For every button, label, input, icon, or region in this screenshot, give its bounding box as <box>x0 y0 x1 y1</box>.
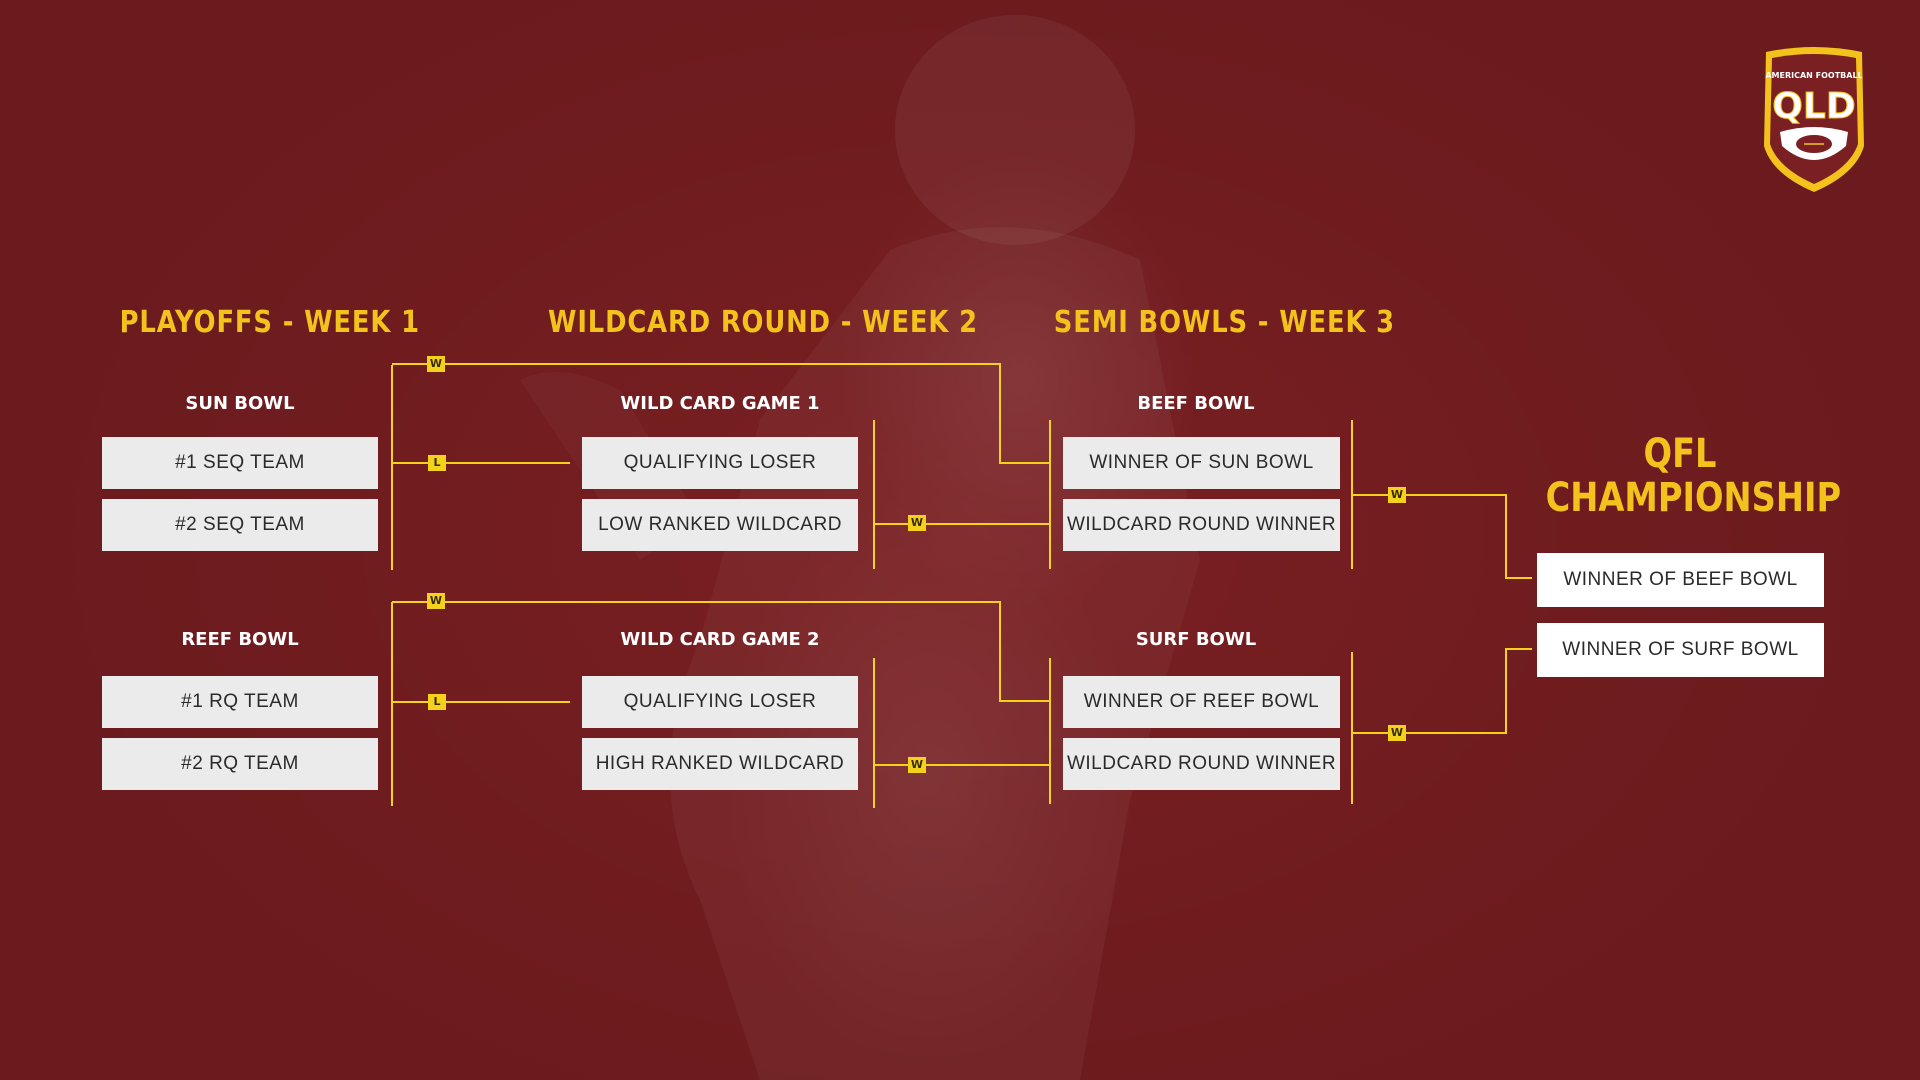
team-box-beef-bowl-2: WILDCARD ROUND WINNER <box>1063 499 1340 551</box>
championship-title-line-2: CHAMPIONSHIP <box>1545 475 1842 521</box>
qld-logo: AMERICAN FOOTBALL QLD <box>1764 47 1864 192</box>
team-box-championship-1: WINNER OF BEEF BOWL <box>1537 553 1824 607</box>
logo-main-text: QLD <box>1772 86 1855 127</box>
bracket-line-surf-winner <box>1352 648 1532 734</box>
team-box-surf-bowl-2: WILDCARD ROUND WINNER <box>1063 738 1340 790</box>
team-box-beef-bowl-1: WINNER OF SUN BOWL <box>1063 437 1340 489</box>
win-marker-sun-bowl: W <box>427 356 445 372</box>
team-box-championship-2: WINNER OF SURF BOWL <box>1537 623 1824 677</box>
game-title-wildcard-2: WILD CARD GAME 2 <box>620 629 820 650</box>
logo-top-text: AMERICAN FOOTBALL <box>1765 71 1862 80</box>
team-box-sun-bowl-1: #1 SEQ TEAM <box>102 437 378 489</box>
team-box-sun-bowl-2: #2 SEQ TEAM <box>102 499 378 551</box>
game-title-sun-bowl: SUN BOWL <box>185 393 295 414</box>
team-box-surf-bowl-1: WINNER OF REEF BOWL <box>1063 676 1340 728</box>
win-marker-wildcard-2: W <box>908 757 926 773</box>
round-title-week-2: WILDCARD ROUND - WEEK 2 <box>548 305 978 340</box>
team-box-wildcard-1-2: LOW RANKED WILDCARD <box>582 499 858 551</box>
win-marker-reef-bowl: W <box>427 593 445 609</box>
loss-marker-sun-bowl: L <box>428 455 446 471</box>
round-title-week-1: PLAYOFFS - WEEK 1 <box>119 305 420 340</box>
team-box-wildcard-2-1: QUALIFYING LOSER <box>582 676 858 728</box>
loss-marker-reef-bowl: L <box>428 694 446 710</box>
game-title-surf-bowl: SURF BOWL <box>1135 629 1257 650</box>
win-marker-wildcard-1: W <box>908 515 926 531</box>
team-box-reef-bowl-2: #2 RQ TEAM <box>102 738 378 790</box>
championship-title-line-1: QFL <box>1643 431 1717 477</box>
win-marker-beef-bowl: W <box>1388 487 1406 503</box>
team-box-wildcard-2-2: HIGH RANKED WILDCARD <box>582 738 858 790</box>
win-marker-surf-bowl: W <box>1388 725 1406 741</box>
round-title-week-3: SEMI BOWLS - WEEK 3 <box>1053 305 1395 340</box>
team-box-wildcard-1-1: QUALIFYING LOSER <box>582 437 858 489</box>
championship-title: QFL CHAMPIONSHIP <box>1545 431 1842 521</box>
game-title-wildcard-1: WILD CARD GAME 1 <box>620 393 820 414</box>
game-title-reef-bowl: REEF BOWL <box>181 629 299 650</box>
game-title-beef-bowl: BEEF BOWL <box>1137 393 1255 414</box>
bracket-line-beef-winner <box>1352 494 1532 579</box>
team-box-reef-bowl-1: #1 RQ TEAM <box>102 676 378 728</box>
